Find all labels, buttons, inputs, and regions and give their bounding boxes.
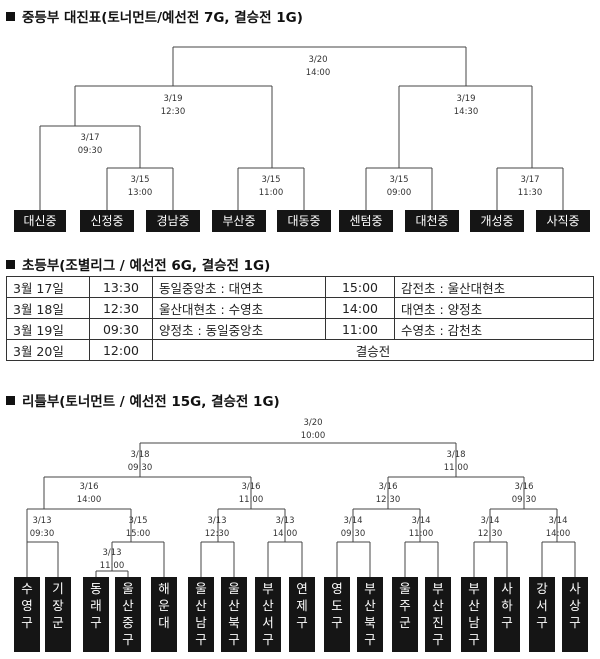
middle-team: 경남중 (146, 210, 200, 232)
little-qf4-time: 09:30 (512, 495, 537, 505)
little-qf4-date: 3/16 (514, 482, 533, 492)
table-row: 3월 17일 13:30 동일중앙초 : 대연초 15:00 감전초 : 울산대… (6, 276, 594, 298)
little-semi-right-time: 11:00 (444, 463, 469, 473)
middle-r1c-date: 3/15 (389, 175, 408, 185)
little-final-time: 10:00 (301, 431, 326, 441)
little-r1-3-time: 12:30 (205, 529, 230, 539)
little-qf1-time: 14:00 (77, 495, 102, 505)
middle-r1a-date: 3/15 (130, 175, 149, 185)
little-r1-6-date: 3/14 (411, 516, 430, 526)
table-row: 3월 19일 09:30 양정초 : 동일중앙초 11:00 수영초 : 감천초 (6, 318, 594, 340)
little-qf3-date: 3/16 (378, 482, 397, 492)
little-title-text: 리틀부(토너먼트 / 예선전 15G, 결승전 1G) (22, 394, 280, 410)
little-qf3-time: 12:30 (376, 495, 401, 505)
middle-team: 대동중 (277, 210, 331, 232)
middle-r1d-date: 3/17 (520, 175, 539, 185)
square-bullet-icon (6, 12, 15, 21)
middle-r1a-time: 13:00 (128, 188, 153, 198)
middle-semi-right-time: 14:30 (454, 107, 479, 117)
little-semi-left-date: 3/18 (130, 450, 149, 460)
middle-final-time: 14:00 (306, 68, 331, 78)
little-r1-8-date: 3/14 (548, 516, 567, 526)
little-r1-7-time: 12:30 (478, 529, 503, 539)
schedule-match: 양정초 : 동일중앙초 (152, 318, 326, 340)
middle-r1b-time: 11:00 (259, 188, 284, 198)
middle-bracket-lines: 3/20 14:00 3/19 12:30 3/19 14:30 3/17 09… (39, 46, 564, 210)
middle-semi-left-time: 12:30 (161, 107, 186, 117)
middle-team: 센텀중 (339, 210, 393, 232)
middle-r1c-time: 09:00 (387, 188, 412, 198)
little-section-title: 리틀부(토너먼트 / 예선전 15G, 결승전 1G) (6, 390, 280, 410)
middle-r1d-time: 11:30 (518, 188, 543, 198)
middle-qf-time: 09:30 (78, 146, 103, 156)
little-r1-5-time: 09:30 (341, 529, 366, 539)
middle-team: 부산중 (212, 210, 266, 232)
middle-semi-left-date: 3/19 (163, 94, 182, 104)
schedule-match: 울산대현초 : 수영초 (152, 297, 326, 319)
little-qf1-date: 3/16 (79, 482, 98, 492)
middle-semi-right-date: 3/19 (456, 94, 475, 104)
little-final-date: 3/20 (303, 418, 322, 428)
elementary-section-title: 초등부(조별리그 / 예선전 6G, 결승전 1G) (6, 254, 270, 274)
little-r1-7-date: 3/14 (480, 516, 499, 526)
table-row: 3월 20일 12:00 결승전 (6, 339, 594, 361)
little-r1-4-time: 14:00 (273, 529, 298, 539)
middle-final-date: 3/20 (308, 55, 327, 65)
schedule-match: 동일중앙초 : 대연초 (152, 276, 326, 298)
little-r1-6-time: 11:00 (409, 529, 434, 539)
middle-team: 개성중 (470, 210, 524, 232)
little-r1-2-time: 15:00 (126, 529, 151, 539)
little-pre-date: 3/13 (102, 548, 121, 558)
square-bullet-icon (6, 260, 15, 269)
middle-team: 대천중 (405, 210, 459, 232)
middle-team: 신정중 (80, 210, 134, 232)
schedule-time: 13:30 (89, 276, 153, 298)
schedule-final-label: 결승전 (152, 339, 594, 361)
little-qf2-time: 11:00 (239, 495, 264, 505)
middle-qf-date: 3/17 (80, 133, 99, 143)
elementary-title-text: 초등부(조별리그 / 예선전 6G, 결승전 1G) (22, 258, 271, 274)
little-pre-time: 11:00 (100, 561, 125, 571)
middle-team: 대신중 (14, 210, 66, 232)
little-semi-right-date: 3/18 (446, 450, 465, 460)
little-r1-8-time: 14:00 (546, 529, 571, 539)
middle-title-text: 중등부 대진표(토너먼트/예선전 7G, 결승전 1G) (22, 10, 303, 26)
little-qf2-date: 3/16 (241, 482, 260, 492)
little-r1-3-date: 3/13 (207, 516, 226, 526)
little-r1-1-date: 3/13 (32, 516, 51, 526)
little-r1-4-date: 3/13 (275, 516, 294, 526)
little-semi-left-time: 09:30 (128, 463, 153, 473)
elementary-schedule-table: 3월 17일 13:30 동일중앙초 : 대연초 15:00 감전초 : 울산대… (6, 276, 594, 361)
little-r1-5-date: 3/14 (343, 516, 362, 526)
middle-team: 사직중 (536, 210, 590, 232)
table-row: 3월 18일 12:30 울산대현초 : 수영초 14:00 대연초 : 양정초 (6, 297, 594, 319)
little-r1-2-date: 3/15 (128, 516, 147, 526)
middle-r1b-date: 3/15 (261, 175, 280, 185)
square-bullet-icon (6, 396, 15, 405)
little-r1-1-time: 09:30 (30, 529, 55, 539)
schedule-time: 09:30 (89, 318, 153, 340)
middle-section-title: 중등부 대진표(토너먼트/예선전 7G, 결승전 1G) (6, 6, 303, 26)
